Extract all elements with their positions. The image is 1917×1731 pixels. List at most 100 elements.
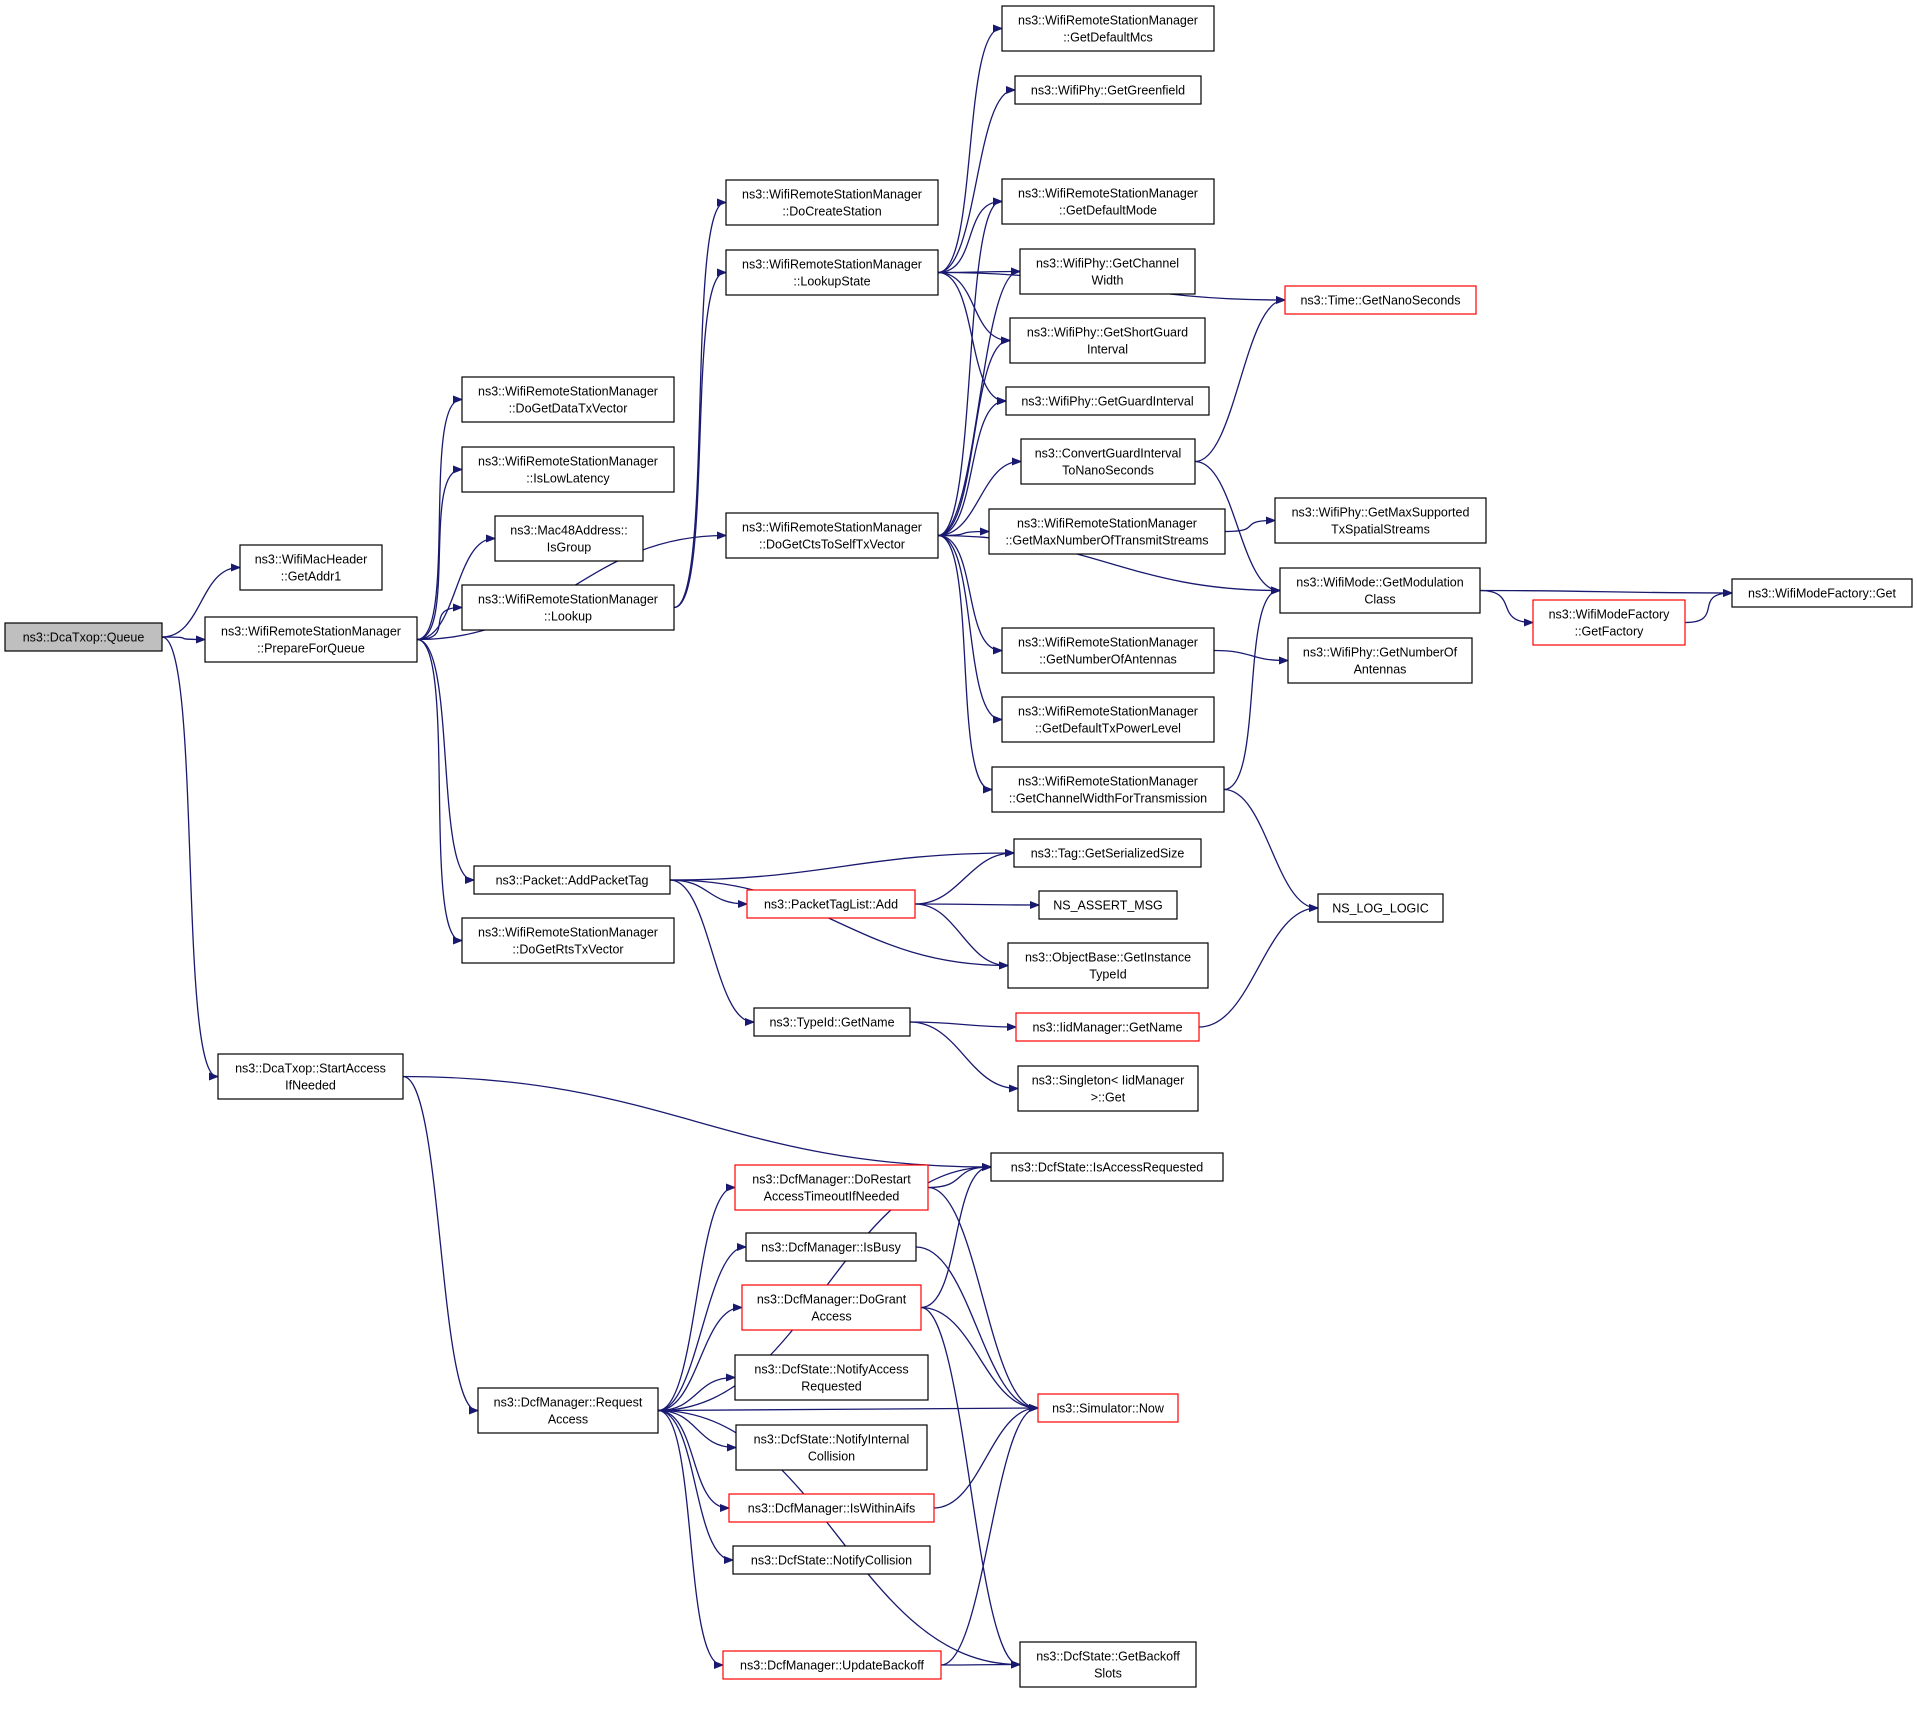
node-nsassertmsg[interactable]: NS_ASSERT_MSG: [1038, 890, 1178, 920]
node-singletonget[interactable]: ns3::Singleton< IidManager>::Get: [1017, 1065, 1199, 1112]
node-box: [1274, 497, 1487, 544]
node-getdefaulttxpower[interactable]: ns3::WifiRemoteStationManager::GetDefaul…: [1001, 696, 1215, 743]
edge-dogetcts-to-getnumantennas: [937, 534, 1001, 651]
node-label: ns3::WifiRemoteStationManager: [742, 521, 922, 535]
node-lookupstate[interactable]: ns3::WifiRemoteStationManager::LookupSta…: [725, 249, 939, 296]
node-iswithinaifs[interactable]: ns3::DcfManager::IsWithinAifs: [728, 1493, 935, 1523]
node-phygetnumantennas[interactable]: ns3::WifiPhy::GetNumberOfAntennas: [1287, 637, 1473, 684]
node-prepare[interactable]: ns3::WifiRemoteStationManager::PrepareFo…: [204, 616, 418, 663]
node-isaccessrequested[interactable]: ns3::DcfState::IsAccessRequested: [990, 1152, 1224, 1182]
edge-convertguard-to-getnanoseconds: [1194, 300, 1284, 463]
edge-isbusy-to-simnow: [915, 1246, 1037, 1408]
node-notifycollision[interactable]: ns3::DcfState::NotifyCollision: [732, 1545, 931, 1575]
edge-dorestart-to-simnow: [927, 1186, 1037, 1409]
node-box: [722, 1650, 942, 1680]
node-simnow[interactable]: ns3::Simulator::Now: [1037, 1393, 1179, 1423]
node-box: [725, 179, 939, 226]
node-label: ns3::WifiMode::GetModulation: [1296, 576, 1463, 590]
edge-updatebackoff-to-simnow: [940, 1408, 1037, 1666]
node-dogetcts[interactable]: ns3::WifiRemoteStationManager::DoGetCtsT…: [725, 512, 939, 559]
node-label: ns3::WifiRemoteStationManager: [1018, 187, 1198, 201]
node-getaddr1[interactable]: ns3::WifiMacHeader::GetAddr1: [239, 544, 383, 591]
edge-packettaglistadd-to-getinstancetypeid: [914, 903, 1007, 966]
node-lookup[interactable]: ns3::WifiRemoteStationManager::Lookup: [461, 584, 675, 631]
node-label: TypeId: [1089, 968, 1127, 982]
edge-dogrant-to-getbackoffslots: [920, 1306, 1019, 1665]
edge-dogetcts-to-getdefaultmode: [937, 202, 1001, 537]
node-box: [473, 865, 671, 895]
edge-getchannelwidthfortx-to-nsloglogic: [1223, 788, 1317, 909]
node-getserializedsize[interactable]: ns3::Tag::GetSerializedSize: [1013, 838, 1202, 868]
node-label: ns3::WifiPhy::GetGuardInterval: [1021, 395, 1193, 409]
node-getdefaultmcs[interactable]: ns3::WifiRemoteStationManager::GetDefaul…: [1001, 5, 1215, 52]
node-dogetrts[interactable]: ns3::WifiRemoteStationManager::DoGetRtsT…: [461, 917, 675, 964]
node-packettaglistadd[interactable]: ns3::PacketTagList::Add: [746, 889, 916, 919]
node-label: Access: [811, 1310, 851, 1324]
node-isbusy[interactable]: ns3::DcfManager::IsBusy: [745, 1232, 917, 1262]
node-isgroup[interactable]: ns3::Mac48Address::IsGroup: [494, 515, 644, 562]
node-dogetdatatx[interactable]: ns3::WifiRemoteStationManager::DoGetData…: [461, 376, 675, 423]
node-box: [735, 1424, 928, 1471]
node-label: ns3::WifiRemoteStationManager: [1018, 705, 1198, 719]
node-typeidgetname[interactable]: ns3::TypeId::GetName: [753, 1007, 911, 1037]
edge-dorestart-to-isaccessrequested: [927, 1167, 990, 1189]
node-label: ns3::WifiPhy::GetNumberOf: [1303, 646, 1458, 660]
node-label: ns3::DcaTxop::Queue: [23, 631, 145, 645]
node-box: [239, 544, 383, 591]
node-getnanoseconds[interactable]: ns3::Time::GetNanoSeconds: [1284, 285, 1477, 315]
node-addpackettag[interactable]: ns3::Packet::AddPacketTag: [473, 865, 671, 895]
node-label: IfNeeded: [285, 1079, 336, 1093]
node-getgreenfield[interactable]: ns3::WifiPhy::GetGreenfield: [1014, 75, 1202, 105]
node-box: [477, 1387, 659, 1434]
node-docreatestation[interactable]: ns3::WifiRemoteStationManager::DoCreateS…: [725, 179, 939, 226]
edge-typeidgetname-to-iidgetname: [909, 1021, 1015, 1027]
node-box: [1287, 637, 1473, 684]
edge-prepare-to-dogetrts: [416, 638, 461, 941]
node-getdefaultmode[interactable]: ns3::WifiRemoteStationManager::GetDefaul…: [1001, 178, 1215, 225]
node-modefactoryget[interactable]: ns3::WifiModeFactory::Get: [1731, 578, 1913, 608]
node-label: ns3::WifiRemoteStationManager: [742, 258, 922, 272]
node-label: ns3::WifiRemoteStationManager: [478, 455, 658, 469]
node-label: ::GetDefaultTxPowerLevel: [1035, 722, 1181, 736]
node-label: ns3::WifiRemoteStationManager: [478, 926, 658, 940]
node-nsloglogic[interactable]: NS_LOG_LOGIC: [1317, 893, 1444, 923]
edge-requestaccess-to-isbusy: [657, 1247, 745, 1412]
node-box: [990, 1152, 1224, 1182]
node-getmaxsupported[interactable]: ns3::WifiPhy::GetMaxSupportedTxSpatialSt…: [1274, 497, 1487, 544]
node-label: TxSpatialStreams: [1331, 523, 1430, 537]
node-getchannelwidth[interactable]: ns3::WifiPhy::GetChannelWidth: [1019, 248, 1196, 295]
edge-lookupstate-to-getdefaultmode: [937, 202, 1001, 274]
edge-dogetcts-to-getshortguard: [937, 341, 1009, 537]
node-label: ns3::WifiRemoteStationManager: [1018, 14, 1198, 28]
node-updatebackoff[interactable]: ns3::DcfManager::UpdateBackoff: [722, 1650, 942, 1680]
node-getnumantennas[interactable]: ns3::WifiRemoteStationManager::GetNumber…: [1001, 627, 1215, 674]
node-label: ns3::WifiPhy::GetGreenfield: [1031, 84, 1185, 98]
node-label: ::GetFactory: [1575, 625, 1645, 639]
node-box: [217, 1053, 404, 1100]
node-getguardinterval[interactable]: ns3::WifiPhy::GetGuardInterval: [1005, 386, 1210, 416]
edge-getmaxnumtx-to-getmaxsupported: [1224, 521, 1274, 533]
node-getfactory[interactable]: ns3::WifiModeFactory::GetFactory: [1532, 599, 1686, 646]
node-box: [728, 1493, 935, 1523]
edge-startaccess-to-requestaccess: [402, 1075, 477, 1411]
node-islowlatency[interactable]: ns3::WifiRemoteStationManager::IsLowLate…: [461, 446, 675, 493]
node-iidgetname[interactable]: ns3::IidManager::GetName: [1015, 1012, 1200, 1042]
node-getchannelwidthfortx[interactable]: ns3::WifiRemoteStationManager::GetChanne…: [991, 766, 1225, 813]
node-dorestart[interactable]: ns3::DcfManager::DoRestartAccessTimeoutI…: [734, 1164, 929, 1211]
node-label: Width: [1092, 274, 1124, 288]
node-queue[interactable]: ns3::DcaTxop::Queue: [4, 622, 163, 652]
node-getmaxnumtx[interactable]: ns3::WifiRemoteStationManager::GetMaxNum…: [988, 508, 1226, 555]
edge-prepare-to-addpackettag: [416, 638, 473, 881]
node-label: ns3::WifiRemoteStationManager: [1017, 517, 1197, 531]
